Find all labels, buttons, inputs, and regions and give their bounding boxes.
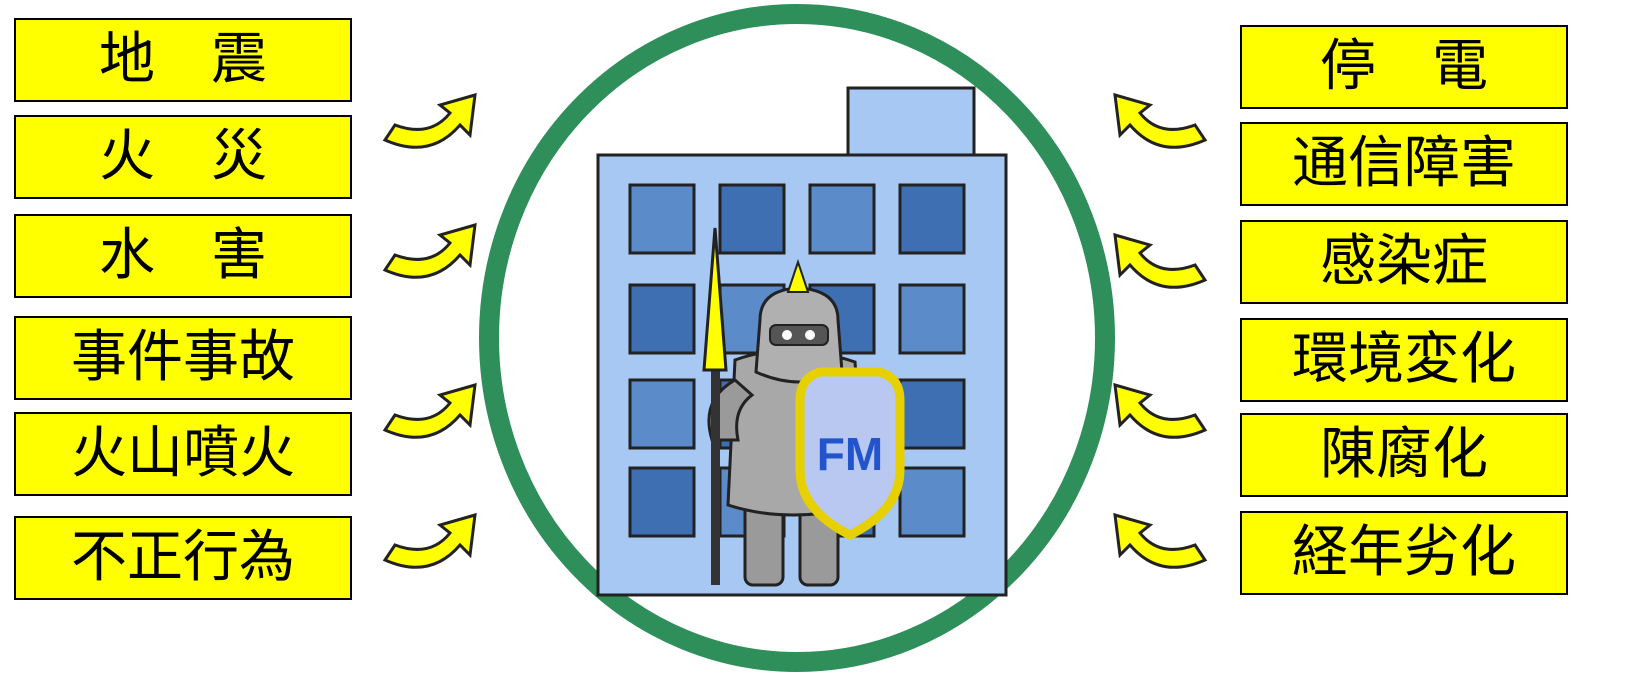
building-window [900,380,964,448]
threat-label-infectious-disease: 感染症 [1240,220,1568,304]
arrow-icon [385,515,475,567]
arrow-icon [1115,95,1205,147]
building-window [900,468,964,536]
arrow-icon [1115,385,1205,437]
arrow-icon [385,225,475,277]
building-window [630,285,694,353]
building-window [630,185,694,253]
building-window [630,468,694,536]
building-window [810,185,874,253]
threat-label-earthquake: 地 震 [14,18,352,102]
threat-label-fire: 火 災 [14,115,352,199]
arrow-icon [385,385,475,437]
threat-label-environmental-change: 環境変化 [1240,318,1568,402]
threat-label-obsolescence: 陳腐化 [1240,413,1568,497]
arrow-icon [1115,515,1205,567]
shield-text: FM [817,428,883,480]
threat-label-communication-failure: 通信障害 [1240,122,1568,206]
threat-label-incident-accident: 事件事故 [14,316,352,400]
building-window [720,185,784,253]
building-window [900,285,964,353]
threat-label-aging-deterioration: 経年劣化 [1240,511,1568,595]
building-window [900,185,964,253]
threat-label-flood: 水 害 [14,214,352,298]
threat-label-misconduct: 不正行為 [14,516,352,600]
threat-label-volcanic-eruption: 火山噴火 [14,412,352,496]
arrow-icon [1115,235,1205,287]
arrow-icon [385,95,475,147]
threat-label-power-outage: 停 電 [1240,25,1568,109]
building-window [630,380,694,448]
